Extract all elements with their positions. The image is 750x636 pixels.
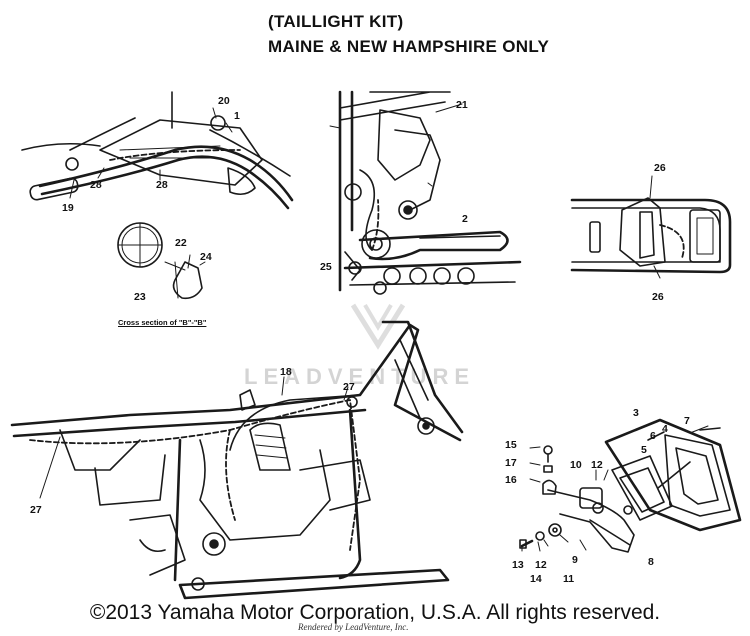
- callout-26: 26: [652, 291, 664, 303]
- main-frame-wiring: [10, 320, 464, 600]
- rear-frame-detail: [329, 90, 522, 295]
- callout-28: 28: [90, 179, 102, 191]
- callout-2: 2: [462, 213, 468, 225]
- callout-17: 17: [505, 457, 517, 469]
- callout-27: 27: [343, 381, 355, 393]
- diagram-title-line1: (TAILLIGHT KIT): [268, 12, 404, 31]
- callout-22: 22: [175, 237, 187, 249]
- callout-11: 11: [563, 573, 575, 585]
- callout-25: 25: [320, 261, 332, 273]
- rendered-by-note: Rendered by LeadVenture, Inc.: [298, 622, 409, 632]
- handlebar-assembly: [21, 91, 294, 210]
- callout-26: 26: [654, 162, 666, 174]
- callout-23: 23: [134, 291, 146, 303]
- callout-28: 28: [156, 179, 168, 191]
- callout-5: 5: [641, 444, 647, 456]
- callout-21: 21: [456, 99, 468, 111]
- rear-fender-detail: [570, 175, 732, 279]
- callout-16: 16: [505, 474, 517, 486]
- callout-24: 24: [200, 251, 212, 263]
- callout-19: 19: [62, 202, 74, 214]
- callout-20: 20: [218, 95, 230, 107]
- callout-4: 4: [662, 423, 668, 435]
- callout-13: 13: [512, 559, 524, 571]
- callout-6: 6: [650, 430, 656, 442]
- callout-3: 3: [633, 407, 639, 419]
- leadventure-logo-icon: [350, 303, 406, 350]
- callout-9: 9: [572, 554, 578, 566]
- callout-14: 14: [530, 573, 542, 585]
- diagram-title-line2: MAINE & NEW HAMPSHIRE ONLY: [268, 37, 550, 56]
- callout-1: 1: [234, 110, 240, 122]
- copyright-notice: ©2013 Yamaha Motor Corporation, U.S.A. A…: [89, 601, 661, 624]
- callout-18: 18: [280, 366, 292, 378]
- callout-15: 15: [505, 439, 517, 451]
- callout-12: 12: [535, 559, 547, 571]
- cross-section-caption: Cross section of "B"-"B": [118, 318, 207, 327]
- callout-7: 7: [684, 415, 690, 427]
- callout-10: 10: [570, 459, 582, 471]
- callout-12: 12: [591, 459, 603, 471]
- cross-section-b-b: [117, 222, 206, 300]
- callout-8: 8: [648, 556, 654, 568]
- callout-27: 27: [30, 504, 42, 516]
- taillight-assembly: [519, 418, 742, 553]
